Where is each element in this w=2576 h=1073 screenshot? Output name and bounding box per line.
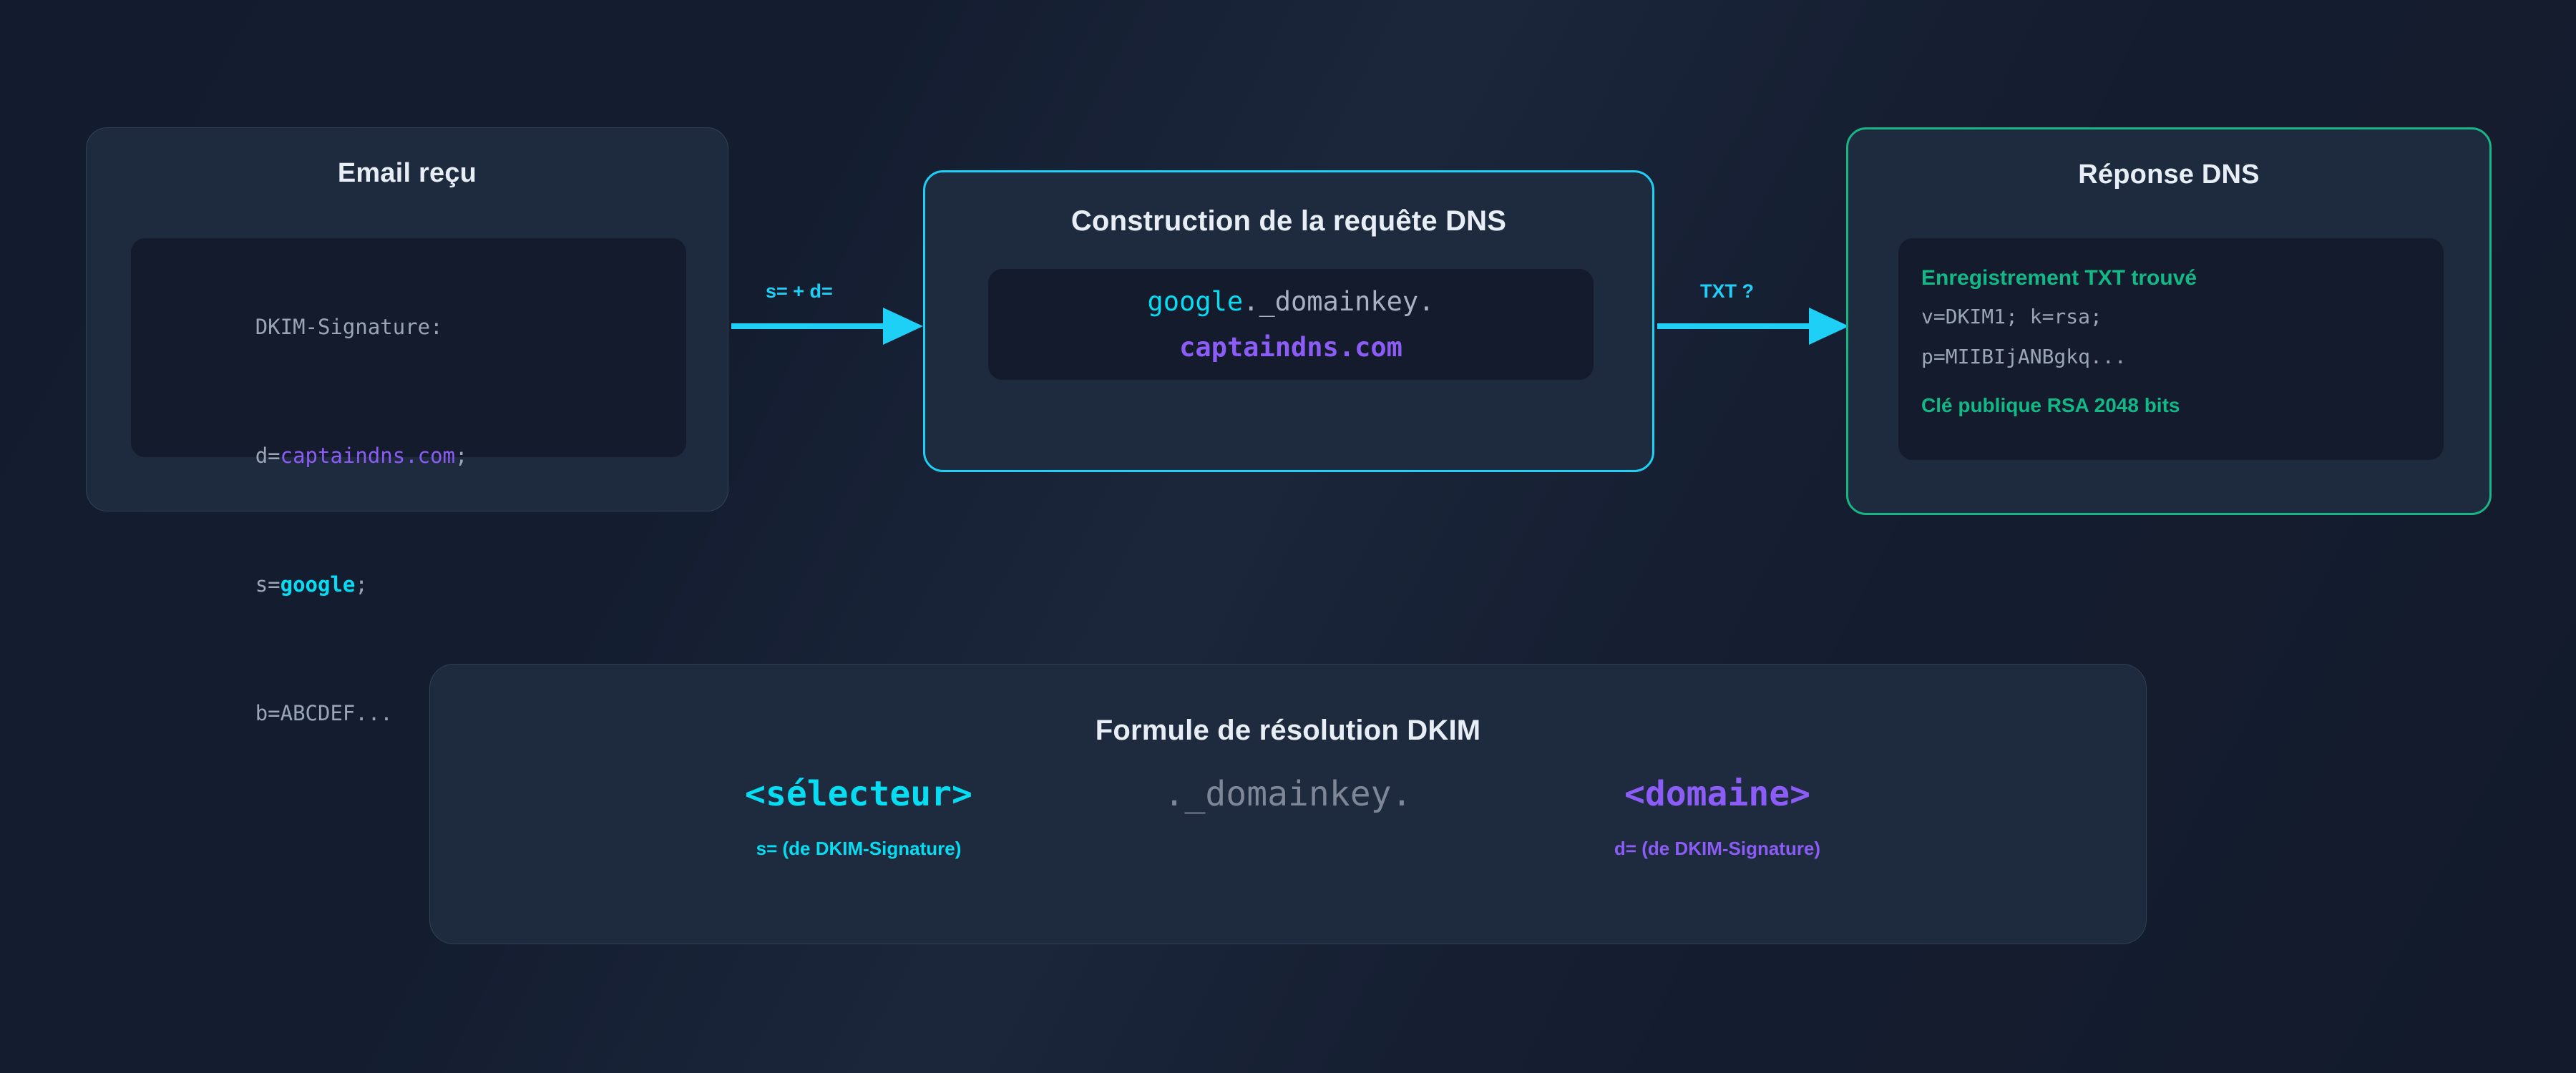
code-line-domain: d=captaindns.com; [155, 391, 662, 520]
constructed-query-box: google._domainkey. captaindns.com [988, 269, 1594, 380]
query-domainkey-part: ._domainkey. [1243, 286, 1435, 317]
query-card-title: Construction de la requête DNS [1070, 205, 1507, 237]
formula-part-selector: <sélecteur> s= (de DKIM-Signature) [644, 772, 1073, 860]
s-tag-terminator: ; [355, 572, 368, 597]
query-line-2: captaindns.com [988, 325, 1594, 371]
dkim-signature-label: DKIM-Signature: [255, 315, 443, 339]
d-tag-value: captaindns.com [280, 444, 456, 468]
query-line-1: google._domainkey. [988, 279, 1594, 325]
dns-record-line-1: v=DKIM1; k=rsa; [1921, 305, 2102, 328]
arrow-2-label: TXT ? [1700, 280, 1754, 302]
formula-domain-caption: d= (de DKIM-Signature) [1614, 838, 1821, 859]
formula-selector-caption: s= (de DKIM-Signature) [756, 838, 962, 859]
arrow-right-icon [1657, 308, 1849, 345]
formula-part-domainkey: ._domainkey. [1073, 772, 1503, 838]
arrow-right-icon [731, 308, 923, 345]
formula-selector-token: <sélecteur> [745, 774, 972, 814]
s-tag-value: google [280, 572, 356, 597]
txt-record-found-label: Enregistrement TXT trouvé [1921, 266, 2197, 290]
dns-card-title: Réponse DNS [2078, 160, 2260, 190]
dns-record-box: Enregistrement TXT trouvé v=DKIM1; k=rsa… [1898, 238, 2444, 460]
dns-response-card: Réponse DNS Enregistrement TXT trouvé v=… [1846, 127, 2492, 515]
dns-query-construction-card: Construction de la requête DNS google._d… [923, 170, 1654, 472]
formula-row: <sélecteur> s= (de DKIM-Signature) ._dom… [430, 772, 2146, 860]
dkim-signature-code-block: DKIM-Signature: d=captaindns.com; s=goog… [131, 238, 686, 725]
email-received-card: Email reçu DKIM-Signature: d=captaindns.… [86, 127, 728, 725]
code-line-body-hash: b=ABCDEF... [155, 649, 662, 778]
s-tag-key: s= [255, 572, 280, 597]
b-tag: b=ABCDEF... [255, 701, 393, 725]
arrow-1-label: s= + d= [766, 280, 833, 302]
code-line-selector: s=google; [155, 520, 662, 649]
dkim-resolution-formula-card: Formule de résolution DKIM <sélecteur> s… [429, 664, 2147, 944]
formula-domain-token: <domaine> [1624, 774, 1811, 814]
d-tag-terminator: ; [455, 444, 468, 468]
dns-record-line-2: p=MIIBIjANBgkq... [1921, 345, 2127, 368]
public-key-info-label: Clé publique RSA 2048 bits [1921, 394, 2180, 416]
query-domain-part: captaindns.com [1179, 332, 1402, 363]
arrow-email-to-query: s= + d= [731, 280, 923, 358]
d-tag-key: d= [255, 444, 280, 468]
formula-domainkey-token: ._domainkey. [1163, 774, 1413, 814]
code-line-header: DKIM-Signature: [155, 263, 662, 391]
arrow-query-to-dns: TXT ? [1657, 280, 1849, 358]
email-card-title: Email reçu [337, 158, 477, 188]
query-selector-part: google [1147, 286, 1244, 317]
formula-part-domain: <domaine> d= (de DKIM-Signature) [1503, 772, 1932, 860]
formula-card-title: Formule de résolution DKIM [1095, 715, 1481, 746]
